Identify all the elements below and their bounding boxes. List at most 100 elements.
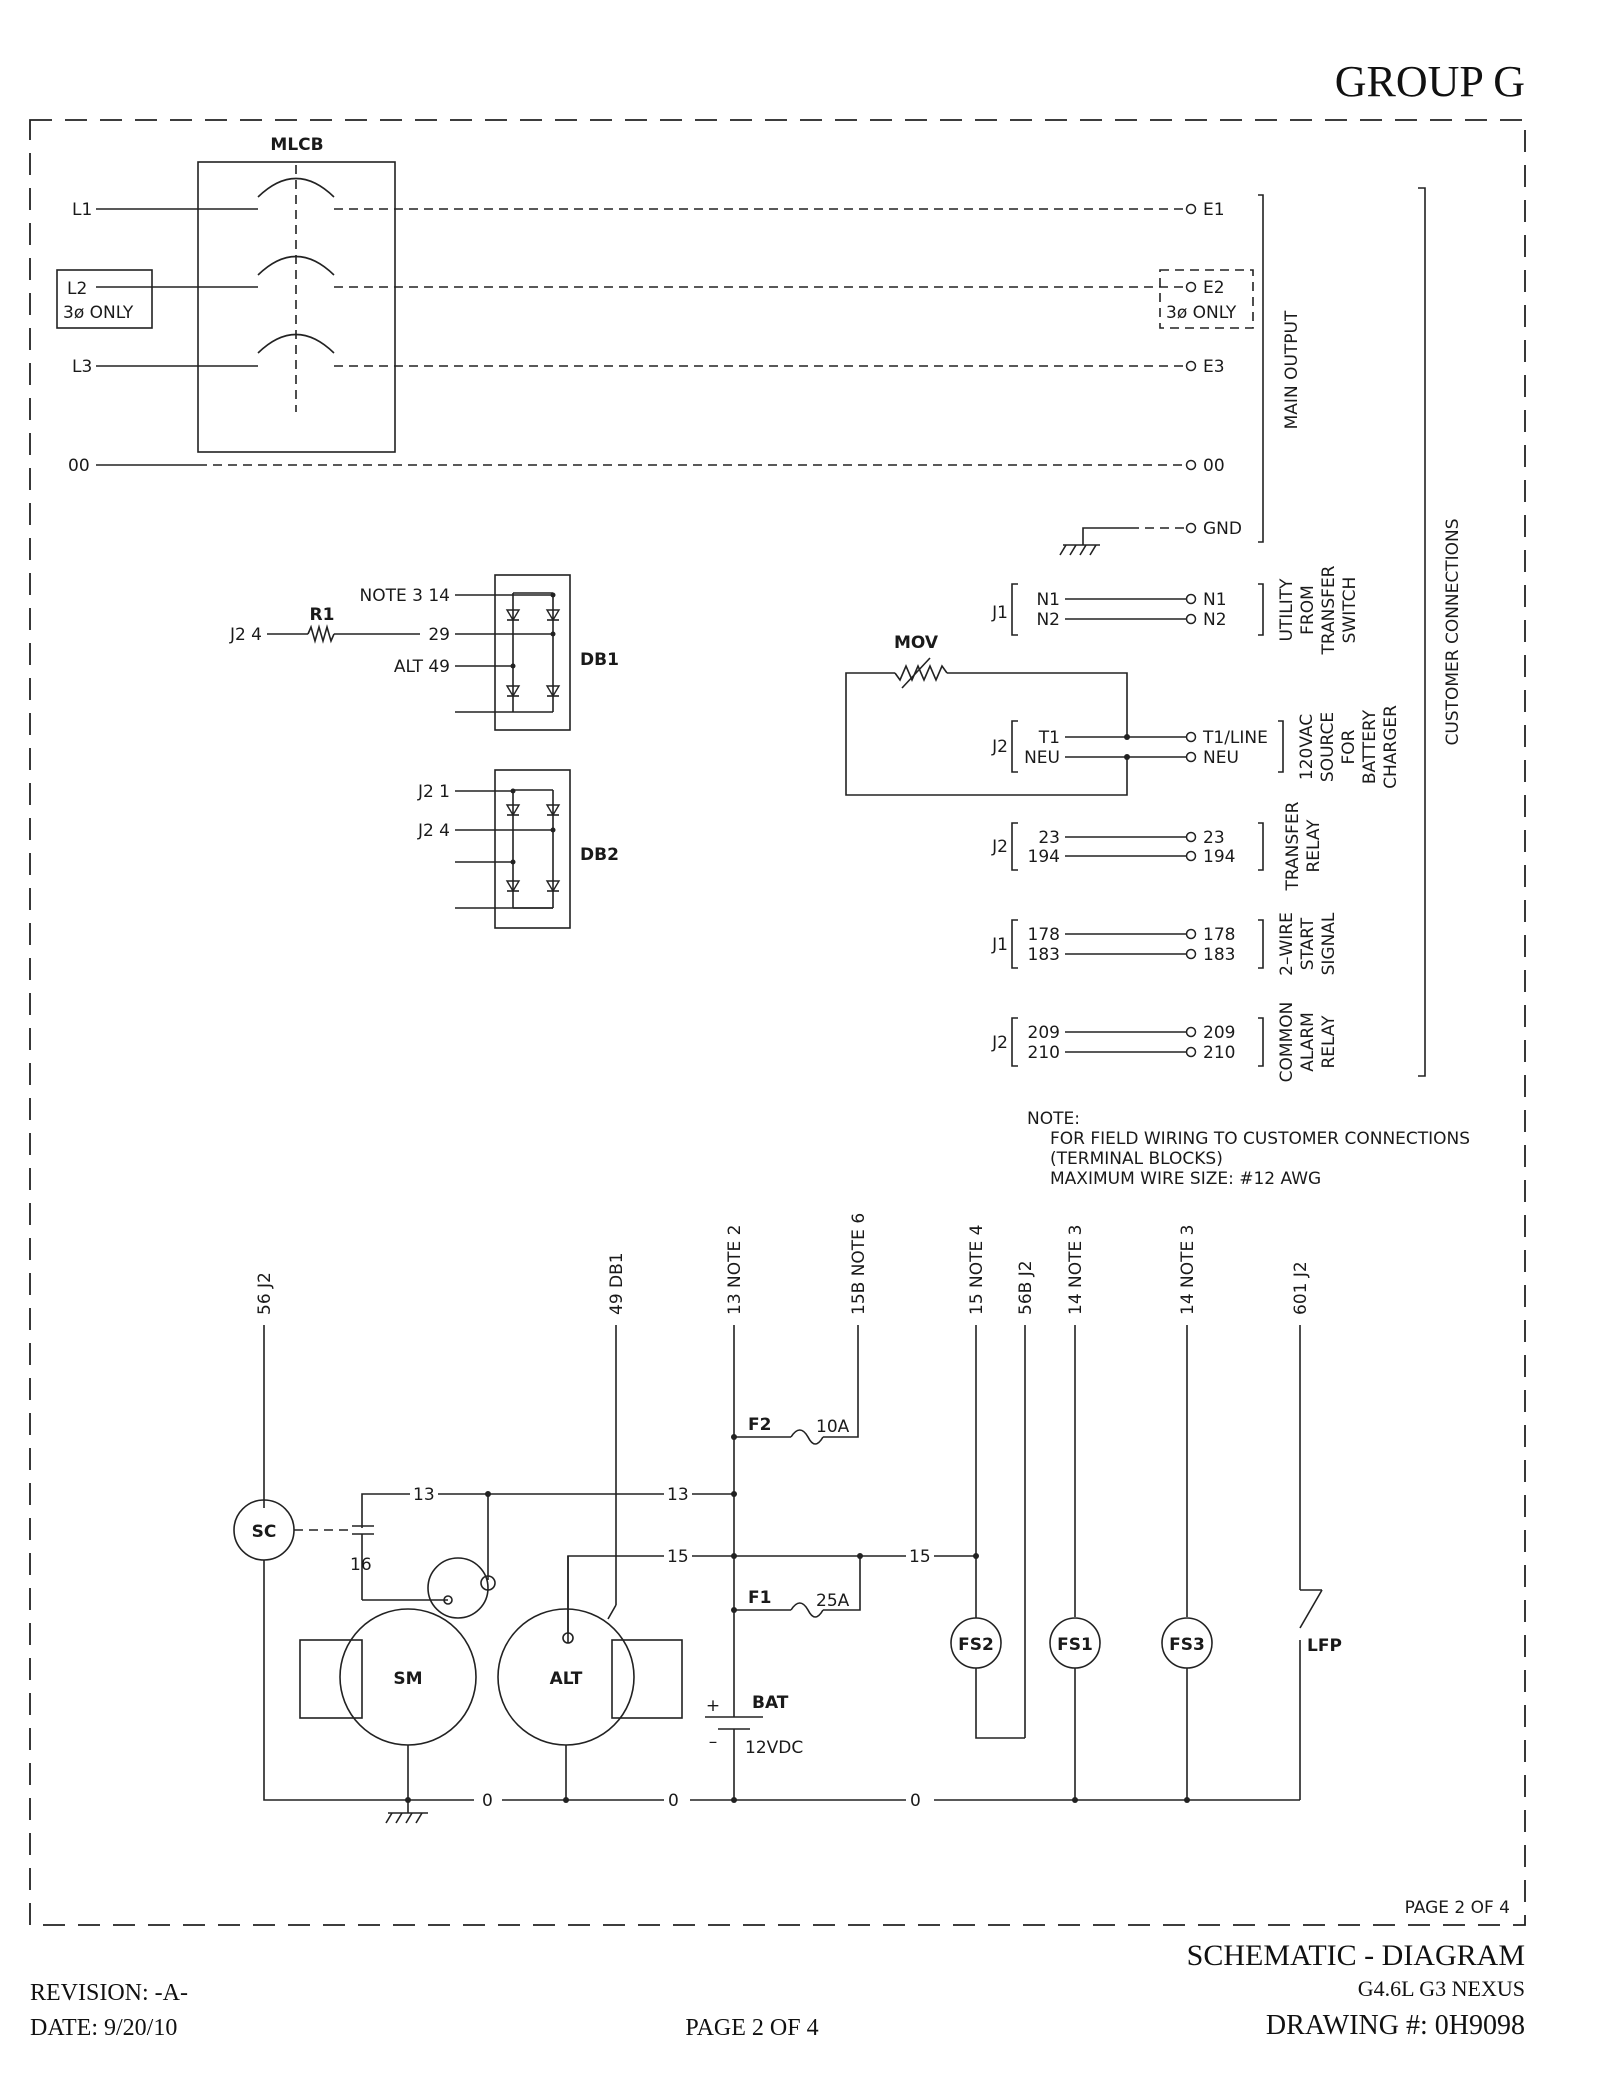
line-l2-label: L2 [67, 279, 87, 299]
wire-label-601: 601 J2 [1291, 1261, 1311, 1315]
resistor-icon [307, 624, 335, 644]
tg4-desc-2: RELAY [1319, 1015, 1339, 1069]
sm-label: SM [393, 1669, 422, 1689]
terminal-group-battery-charger: J2 T1 T1/LINE NEU NEU 120VAC SOURCE FOR … [991, 705, 1401, 789]
tg1-right-0: T1/LINE [1202, 728, 1268, 748]
varistor-icon [894, 663, 948, 683]
footer-date: DATE: 9/20/10 [30, 2015, 177, 2041]
tg0-desc-1: FROM [1298, 585, 1318, 635]
tg2-right-0: 23 [1203, 828, 1225, 848]
wire-label-13: 13 NOTE 2 [725, 1225, 745, 1315]
fs1-label: FS1 [1057, 1635, 1093, 1655]
tg4-left-1: 210 [1028, 1043, 1060, 1063]
switch-icon [1299, 1589, 1323, 1629]
tg1-left-1: NEU [1024, 748, 1060, 768]
tg2-desc-1: RELAY [1304, 819, 1324, 873]
tg1-desc-2: FOR [1339, 729, 1359, 764]
db1-section: DB1 NOTE 3 14 R1 J2 4 29 ALT 49 [229, 574, 619, 731]
db2-box [494, 769, 571, 929]
line-l1-label: L1 [72, 200, 92, 220]
tg2-plug: J2 [991, 837, 1008, 857]
wire-0-b: 0 [668, 1791, 679, 1811]
tg3-right-1: 183 [1203, 945, 1235, 965]
output-e2: E2 [1203, 278, 1225, 298]
output-e1: E1 [1203, 200, 1225, 220]
tg0-right-1: N2 [1203, 610, 1227, 630]
f2-rating: 10A [816, 1417, 850, 1437]
footer-title: SCHEMATIC - DIAGRAM [1187, 1939, 1525, 1972]
customer-bracket [1418, 187, 1426, 1077]
bat-plus: + [706, 1696, 720, 1716]
output-gnd: GND [1203, 519, 1242, 539]
tg1-left-0: T1 [1038, 728, 1060, 748]
l2-3ph-note: 3ø ONLY [63, 303, 134, 323]
wire-0-a: 0 [482, 1791, 493, 1811]
bat-minus: – [709, 1732, 718, 1752]
db1-pin-49: ALT 49 [394, 657, 450, 677]
wire-label-15b: 15B NOTE 6 [849, 1213, 869, 1315]
db1-pin-14: NOTE 3 14 [360, 586, 450, 606]
tg3-desc-2: SIGNAL [1319, 912, 1339, 975]
tg4-desc-1: ALARM [1298, 1012, 1318, 1072]
db2-section: DB2 J2 1 J2 4 [417, 769, 619, 929]
db1-pin-29: 29 [428, 625, 450, 645]
starter-solenoid [427, 1557, 489, 1619]
tg4-right-0: 209 [1203, 1023, 1235, 1043]
wire-13-a: 13 [413, 1485, 435, 1505]
tg2-right-1: 194 [1203, 847, 1235, 867]
tg1-right-1: NEU [1203, 748, 1239, 768]
page-box-label: PAGE 2 OF 4 [1405, 1898, 1510, 1918]
tg2-left-1: 194 [1028, 847, 1060, 867]
db2-pin-1: J2 1 [417, 782, 450, 802]
r1-label: R1 [310, 605, 335, 625]
tg0-left-0: N1 [1036, 590, 1060, 610]
wire-label-49: 49 DB1 [607, 1252, 627, 1315]
terminal-group-alarm-relay: J2 209 209 210 210 COMMON ALARM RELAY [991, 1002, 1339, 1083]
note-line-1: FOR FIELD WIRING TO CUSTOMER CONNECTIONS [1050, 1129, 1470, 1149]
tg2-desc-0: TRANSFER [1283, 801, 1303, 891]
tg0-plug: J1 [991, 603, 1008, 623]
ground-icon [385, 1800, 428, 1824]
db2-label: DB2 [580, 845, 619, 865]
output-e3: E3 [1203, 357, 1225, 377]
mov-section: MOV [845, 633, 1128, 796]
tg4-plug: J2 [991, 1033, 1008, 1053]
tg1-desc-4: CHARGER [1381, 705, 1401, 789]
line-l3-label: L3 [72, 357, 92, 377]
wire-16: 16 [350, 1555, 372, 1575]
sc-label: SC [252, 1522, 277, 1542]
ground-icon [1059, 544, 1100, 556]
tg0-desc-0: UTILITY [1277, 578, 1297, 642]
tg3-plug: J1 [991, 935, 1008, 955]
tg3-left-0: 178 [1028, 925, 1060, 945]
schematic-border [29, 119, 1526, 1926]
alt-label: ALT [550, 1669, 583, 1689]
wire-label-56: 56 J2 [255, 1272, 275, 1315]
tg1-desc-0: 120VAC [1297, 714, 1317, 780]
r1-input-label: J2 4 [229, 625, 262, 645]
tg4-left-0: 209 [1028, 1023, 1060, 1043]
tg0-desc-3: SWITCH [1340, 577, 1360, 644]
bat-voltage: 12VDC [745, 1738, 803, 1758]
note-title: NOTE: [1027, 1109, 1080, 1129]
bat-label: BAT [752, 1693, 789, 1713]
footer-model: G4.6L G3 NEXUS [1358, 1976, 1525, 2001]
tg1-plug: J2 [991, 737, 1008, 757]
wire-label-14a: 14 NOTE 3 [1066, 1225, 1086, 1315]
tg3-right-0: 178 [1203, 925, 1235, 945]
e2-3ph-note: 3ø ONLY [1166, 303, 1237, 323]
fuse-icon [790, 1602, 824, 1618]
terminal-group-start-signal: J1 178 178 183 183 2–WIRE START SIGNAL [991, 912, 1339, 976]
mlcb-section: MLCB L1 E1 L2 3ø ONLY E2 3ø ONLY L3 E3 0… [56, 135, 1302, 556]
db1-label: DB1 [580, 650, 619, 670]
tg4-right-1: 210 [1203, 1043, 1235, 1063]
db1-box [494, 574, 571, 731]
tg0-desc-2: TRANSFER [1319, 565, 1339, 655]
f1-rating: 25A [816, 1591, 850, 1611]
db2-pin-4: J2 4 [417, 821, 450, 841]
mlcb-label: MLCB [270, 135, 323, 155]
fuse-icon [790, 1429, 824, 1445]
tg0-left-1: N2 [1036, 610, 1060, 630]
field-wiring-note: NOTE: FOR FIELD WIRING TO CUSTOMER CONNE… [1027, 1109, 1470, 1189]
